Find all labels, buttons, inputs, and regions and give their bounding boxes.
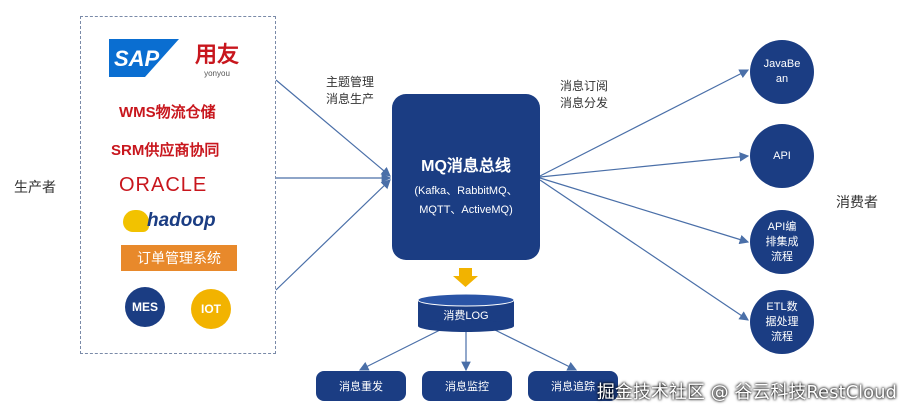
order-system-logo: 订单管理系统 [121,245,237,271]
iot-text: IOT [201,302,221,316]
order-system-text: 订单管理系统 [137,250,221,266]
mq-bus: MQ消息总线 (Kafka、RabbitMQ、 MQTT、ActiveMQ) [392,94,540,260]
consumer-javabean: JavaBe an [750,40,814,104]
log-cylinder [417,293,515,332]
consumer-api-orchestration: API编 排集成 流程 [750,210,814,274]
subscribe-line1: 消息订阅 [560,79,609,93]
subscribe-line2: 消息分发 [560,96,609,110]
hadoop-logo: hadoop [123,208,233,236]
down-arrow-icon [453,268,478,287]
iot-logo: IOT [191,289,231,329]
consumer-api-text: API [773,149,791,162]
producer-group: SAP 用友 yonyou WMS物流仓储 SRM供应商协同 ORACLE ha… [80,16,276,354]
producers-label: 生产者 [14,179,56,195]
yonyou-logo: 用友 yonyou [195,37,239,78]
consumer-etl-text: ETL数 据处理 流程 [765,300,799,343]
topic-management-label: 主题管理 消息生产 [326,74,374,108]
srm-logo: SRM供应商协同 [111,142,220,159]
log-action-resend-text: 消息重发 [339,381,383,393]
consumer-api-orchestration-text: API编 排集成 流程 [765,220,799,263]
arrow-log-3 [494,329,578,371]
log-action-monitor-text: 消息监控 [445,381,489,393]
sap-logo: SAP [109,39,179,77]
arrow-consumer-2 [539,152,750,178]
consumer-etl: ETL数 据处理 流程 [750,290,814,354]
log-label: 消费LOG [443,310,489,322]
arrow-producer-bottom [275,179,391,291]
consumers-label: 消费者 [836,194,878,210]
mq-bus-subtitle-line2: MQTT、ActiveMQ) [419,204,513,216]
log-action-resend: 消息重发 [316,371,406,401]
mes-logo: MES [125,287,165,327]
sap-text: SAP [114,46,160,71]
arrow-consumer-1 [539,69,750,177]
consumer-api: API [750,124,814,188]
mq-bus-subtitle: (Kafka、RabbitMQ、 MQTT、ActiveMQ) [392,182,540,220]
sap-logo-shape [109,39,179,77]
wms-logo: WMS物流仓储 [119,104,216,121]
subscribe-label: 消息订阅 消息分发 [560,78,608,112]
hadoop-text: hadoop [147,210,216,231]
mq-bus-title: MQ消息总线 [421,158,511,175]
watermark: 掘金技术社区 @ 谷云科技RestCloud [596,382,897,403]
mes-text: MES [131,300,158,314]
mq-bus-subtitle-line1: (Kafka、RabbitMQ、 [414,185,518,197]
consumer-javabean-text: JavaBe an [763,58,801,85]
yonyou-text: 用友 [195,42,240,67]
hadoop-elephant-icon [123,210,149,232]
arrow-consumer-4 [539,179,749,321]
arrow-producer-top [275,79,391,177]
log-action-trace-text: 消息追踪 [551,381,595,393]
topic-management-line2: 消息生产 [326,92,375,106]
yonyou-subtext: yonyou [204,69,230,78]
log-action-trace: 消息追踪 [528,371,618,401]
oracle-logo: ORACLE [119,174,208,196]
arrow-consumer-3 [539,177,750,245]
topic-management-line1: 主题管理 [326,75,375,89]
arrow-log-1 [358,329,441,371]
log-action-monitor: 消息监控 [422,371,512,401]
